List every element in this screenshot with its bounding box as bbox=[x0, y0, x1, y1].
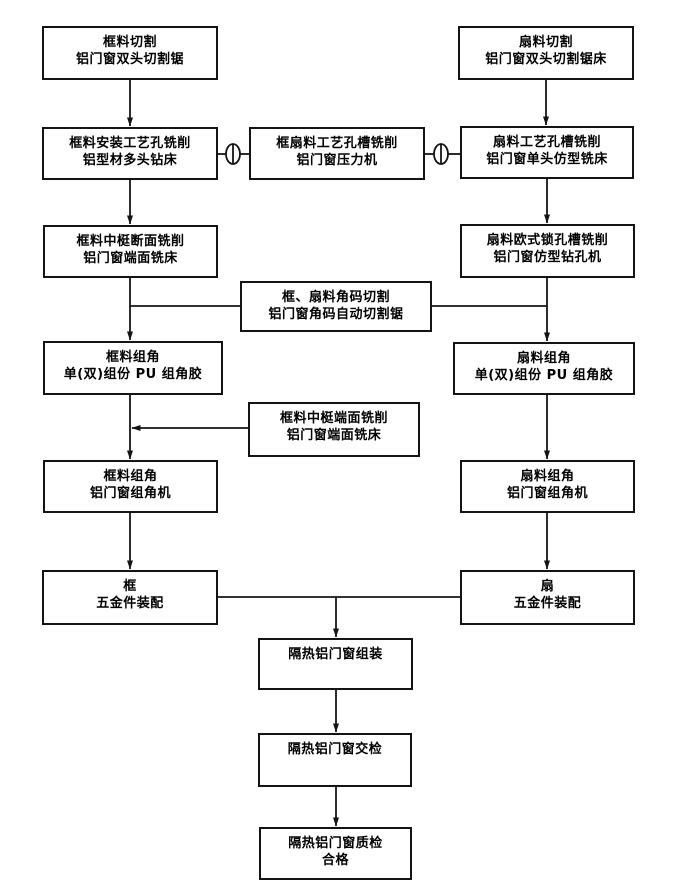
node-label: 框 bbox=[123, 579, 137, 594]
flow-node-sash-cut: 扇料切割 铝门窗双头切割锯床 bbox=[458, 26, 634, 80]
flow-node-frame-mullion-section-milling: 框料中梃断面铣削 铝门窗端面铣床 bbox=[43, 225, 218, 278]
node-label: 隔热铝门窗质检 bbox=[288, 836, 383, 851]
node-label: 单(双)组份 PU 组角胶 bbox=[63, 367, 203, 382]
node-label: 框料组角 bbox=[103, 469, 158, 484]
node-label: 铝门窗压力机 bbox=[296, 153, 378, 168]
flow-node-frame-hardware-assembly: 框 五金件装配 bbox=[42, 570, 218, 625]
node-label: 扇料工艺孔槽铣削 bbox=[492, 135, 601, 150]
node-label: 框料中梃端面铣削 bbox=[279, 411, 388, 426]
node-label: 铝门窗组角机 bbox=[89, 486, 171, 501]
node-label: 框料组角 bbox=[105, 350, 160, 365]
node-label: 铝门窗双头切割锯 bbox=[75, 52, 184, 67]
node-label: 框料切割 bbox=[102, 35, 157, 50]
node-label: 铝门窗端面铣床 bbox=[83, 251, 178, 266]
node-label: 铝门窗角码自动切割锯 bbox=[268, 307, 404, 322]
node-label: 合格 bbox=[321, 853, 349, 868]
flow-node-frame-mullion-end-milling: 框料中梃端面铣削 铝门窗端面铣床 bbox=[248, 402, 420, 457]
node-label: 框、扇料角码切割 bbox=[281, 290, 390, 305]
flow-node-window-assembly: 隔热铝门窗组装 bbox=[258, 638, 413, 690]
flow-node-sash-slot-milling: 扇料工艺孔槽铣削 铝门窗单头仿型铣床 bbox=[460, 126, 634, 179]
flow-node-sash-corner-crimping: 扇料组角 铝门窗组角机 bbox=[460, 460, 635, 513]
flow-node-window-quality-check: 隔热铝门窗质检 合格 bbox=[259, 827, 412, 880]
node-label: 铝门窗仿型钻孔机 bbox=[493, 250, 602, 265]
node-label: 铝门窗端面铣床 bbox=[286, 428, 382, 443]
node-label: 五金件装配 bbox=[96, 596, 164, 611]
junction-icon bbox=[218, 143, 249, 165]
node-label: 铝门窗单头仿型铣床 bbox=[486, 152, 608, 167]
flow-node-frame-corner-crimping: 框料组角 铝门窗组角机 bbox=[43, 460, 218, 513]
flow-node-corner-key-cutting: 框、扇料角码切割 铝门窗角码自动切割锯 bbox=[240, 281, 432, 332]
node-label: 隔热铝门窗组装 bbox=[288, 647, 383, 662]
node-label: 单(双)组份 PU 组角胶 bbox=[474, 368, 614, 383]
node-label: 隔热铝门窗交检 bbox=[287, 742, 383, 757]
node-label: 扇料组角 bbox=[516, 351, 571, 366]
flow-node-sash-corner-glue: 扇料组角 单(双)组份 PU 组角胶 bbox=[453, 342, 635, 395]
node-label: 框料中梃断面铣削 bbox=[76, 234, 185, 249]
flow-node-frame-cut: 框料切割 铝门窗双头切割锯 bbox=[42, 26, 218, 80]
node-label: 扇料组角 bbox=[520, 469, 575, 484]
node-label: 铝门窗双头切割锯床 bbox=[485, 52, 607, 67]
flow-node-frame-hole-milling: 框料安装工艺孔铣削 铝型材多头钻床 bbox=[42, 127, 218, 180]
node-label: 扇 bbox=[540, 579, 555, 594]
node-label: 五金件装配 bbox=[513, 596, 582, 611]
flow-node-sash-hardware-assembly: 扇 五金件装配 bbox=[460, 570, 635, 625]
node-label: 框料安装工艺孔铣削 bbox=[69, 136, 191, 151]
node-label: 框扇料工艺孔槽铣削 bbox=[276, 136, 398, 151]
node-label: 扇料切割 bbox=[518, 35, 573, 50]
flow-node-frame-sash-slot-milling: 框扇料工艺孔槽铣削 铝门窗压力机 bbox=[249, 127, 425, 180]
junction-icon bbox=[425, 143, 460, 165]
flow-node-frame-corner-glue: 框料组角 单(双)组份 PU 组角胶 bbox=[43, 341, 223, 395]
flow-node-sash-lock-slot-milling: 扇料欧式锁孔槽铣削 铝门窗仿型钻孔机 bbox=[460, 224, 635, 278]
node-label: 扇料欧式锁孔槽铣削 bbox=[486, 233, 609, 248]
node-label: 铝门窗组角机 bbox=[506, 486, 588, 501]
node-label: 铝型材多头钻床 bbox=[82, 153, 178, 168]
flow-node-window-handover-inspection: 隔热铝门窗交检 bbox=[258, 733, 412, 787]
